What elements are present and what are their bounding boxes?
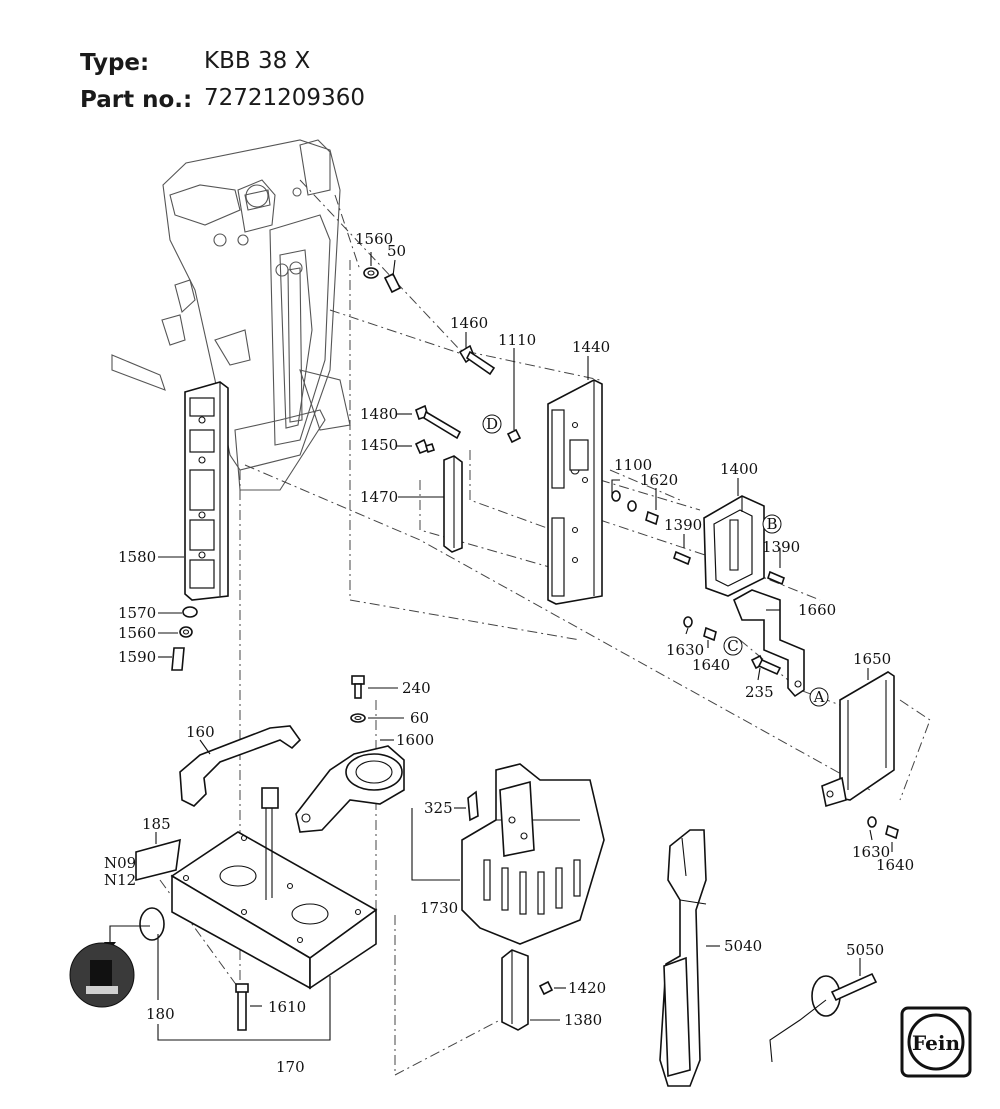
callout-1560: 1560 <box>355 230 393 248</box>
svg-text:A: A <box>813 688 825 706</box>
bolt-1610 <box>235 983 249 1031</box>
screw-1630-a <box>683 616 693 628</box>
type-row: Type: <box>80 48 149 78</box>
callout-1400: 1400 <box>720 460 758 478</box>
drill-motor-outline <box>111 139 351 491</box>
screw-1590 <box>171 647 185 671</box>
screw-1640-b <box>885 824 899 840</box>
screw-1620 <box>645 510 659 526</box>
magnet-mount-icon <box>69 925 150 1008</box>
rack-1580 <box>184 381 229 601</box>
washer-60 <box>350 713 366 723</box>
callout-1470: 1470 <box>360 488 398 506</box>
callout-325: 325 <box>424 799 453 817</box>
callout-1660: 1660 <box>798 601 836 619</box>
type-label: Type: <box>80 50 150 76</box>
screw-1420 <box>538 980 554 996</box>
callout-5040: 5040 <box>724 937 762 955</box>
frame-1400 <box>703 495 765 597</box>
callout-1390-right: 1390 <box>762 538 800 556</box>
callout-N12: N12 <box>104 871 136 889</box>
marker-D: D <box>482 414 502 434</box>
callout-1610: 1610 <box>268 998 306 1016</box>
svg-text:Fein: Fein <box>912 1031 960 1055</box>
marker-B: B <box>762 514 782 534</box>
callout-60: 60 <box>410 709 429 727</box>
callout-1600: 1600 <box>396 731 434 749</box>
callout-1100: 1100 <box>614 456 652 474</box>
callout-185: 185 <box>142 815 171 833</box>
callout-5050: 5050 <box>846 941 884 959</box>
mounting-plate-1440 <box>547 379 603 605</box>
callout-1390-left: 1390 <box>664 516 702 534</box>
slide-1380 <box>501 949 529 1031</box>
clip-325 <box>467 790 479 822</box>
callout-1730: 1730 <box>420 899 458 917</box>
screw-50 <box>383 272 402 294</box>
label-plate-185 <box>135 838 181 882</box>
callout-1440: 1440 <box>572 338 610 356</box>
marker-A: A <box>809 687 829 707</box>
callout-1640-b: 1640 <box>876 856 914 874</box>
part-value: 72721209360 <box>204 85 365 111</box>
callout-1570: 1570 <box>118 604 156 622</box>
screw-1640-a <box>703 626 717 642</box>
type-value: KBB 38 X <box>204 48 311 74</box>
callout-1620: 1620 <box>640 471 678 489</box>
callout-1630-a: 1630 <box>666 641 704 659</box>
guard-1650 <box>821 671 895 808</box>
arm-1600 <box>295 745 405 833</box>
strap-160 <box>179 725 302 807</box>
pin-1390-right <box>767 570 785 586</box>
leader-lines <box>155 252 893 1041</box>
svg-text:B: B <box>766 515 777 533</box>
fein-logo: Fein <box>900 1006 972 1078</box>
callout-1110: 1110 <box>498 331 536 349</box>
marker-C: C <box>723 636 743 656</box>
callouts: 1560 50 1460 1110 1440 1480 1450 1470 11… <box>104 230 914 1076</box>
callout-170: 170 <box>276 1058 305 1076</box>
callout-N09: N09 <box>104 854 136 872</box>
part-label: Part no.: <box>80 87 193 113</box>
washers-1100 <box>611 490 637 512</box>
callout-160: 160 <box>186 723 215 741</box>
callout-1590: 1590 <box>118 648 156 666</box>
screw-235 <box>750 654 782 676</box>
callout-1380: 1380 <box>564 1011 602 1029</box>
magnetic-base-170 <box>170 787 378 990</box>
gib-1470 <box>443 455 463 553</box>
callout-235: 235 <box>745 683 774 701</box>
svg-text:C: C <box>727 637 738 655</box>
washer-1570 <box>182 606 198 618</box>
washer-1560-top <box>363 267 379 279</box>
callout-1480: 1480 <box>360 405 398 423</box>
callout-1420: 1420 <box>568 979 606 997</box>
nut-1110 <box>506 428 522 444</box>
callout-1650: 1650 <box>853 650 891 668</box>
callout-50: 50 <box>387 242 406 260</box>
callout-1460: 1460 <box>450 314 488 332</box>
pin-1390-left <box>673 550 691 566</box>
screw-1450 <box>414 438 436 455</box>
callout-1630-b: 1630 <box>852 843 890 861</box>
callout-1640-a: 1640 <box>692 656 730 674</box>
callout-240: 240 <box>402 679 431 697</box>
part-row: Part no.: <box>80 85 192 115</box>
callout-1560-bottom: 1560 <box>118 624 156 642</box>
callout-180: 180 <box>146 1005 175 1023</box>
bracket-1660 <box>732 589 805 698</box>
screw-1460 <box>458 344 496 376</box>
screw-1480 <box>415 404 462 440</box>
svg-text:D: D <box>486 415 498 433</box>
washer-1560-bottom <box>179 626 193 638</box>
callout-1580: 1580 <box>118 548 156 566</box>
screw-1630-b <box>867 816 877 828</box>
tool-5050 <box>769 972 878 1063</box>
callout-1450: 1450 <box>360 436 398 454</box>
screw-240 <box>351 675 365 699</box>
hook-5040 <box>659 829 707 1087</box>
disc-180 <box>139 907 165 941</box>
chip-guard-1730 <box>461 763 605 945</box>
